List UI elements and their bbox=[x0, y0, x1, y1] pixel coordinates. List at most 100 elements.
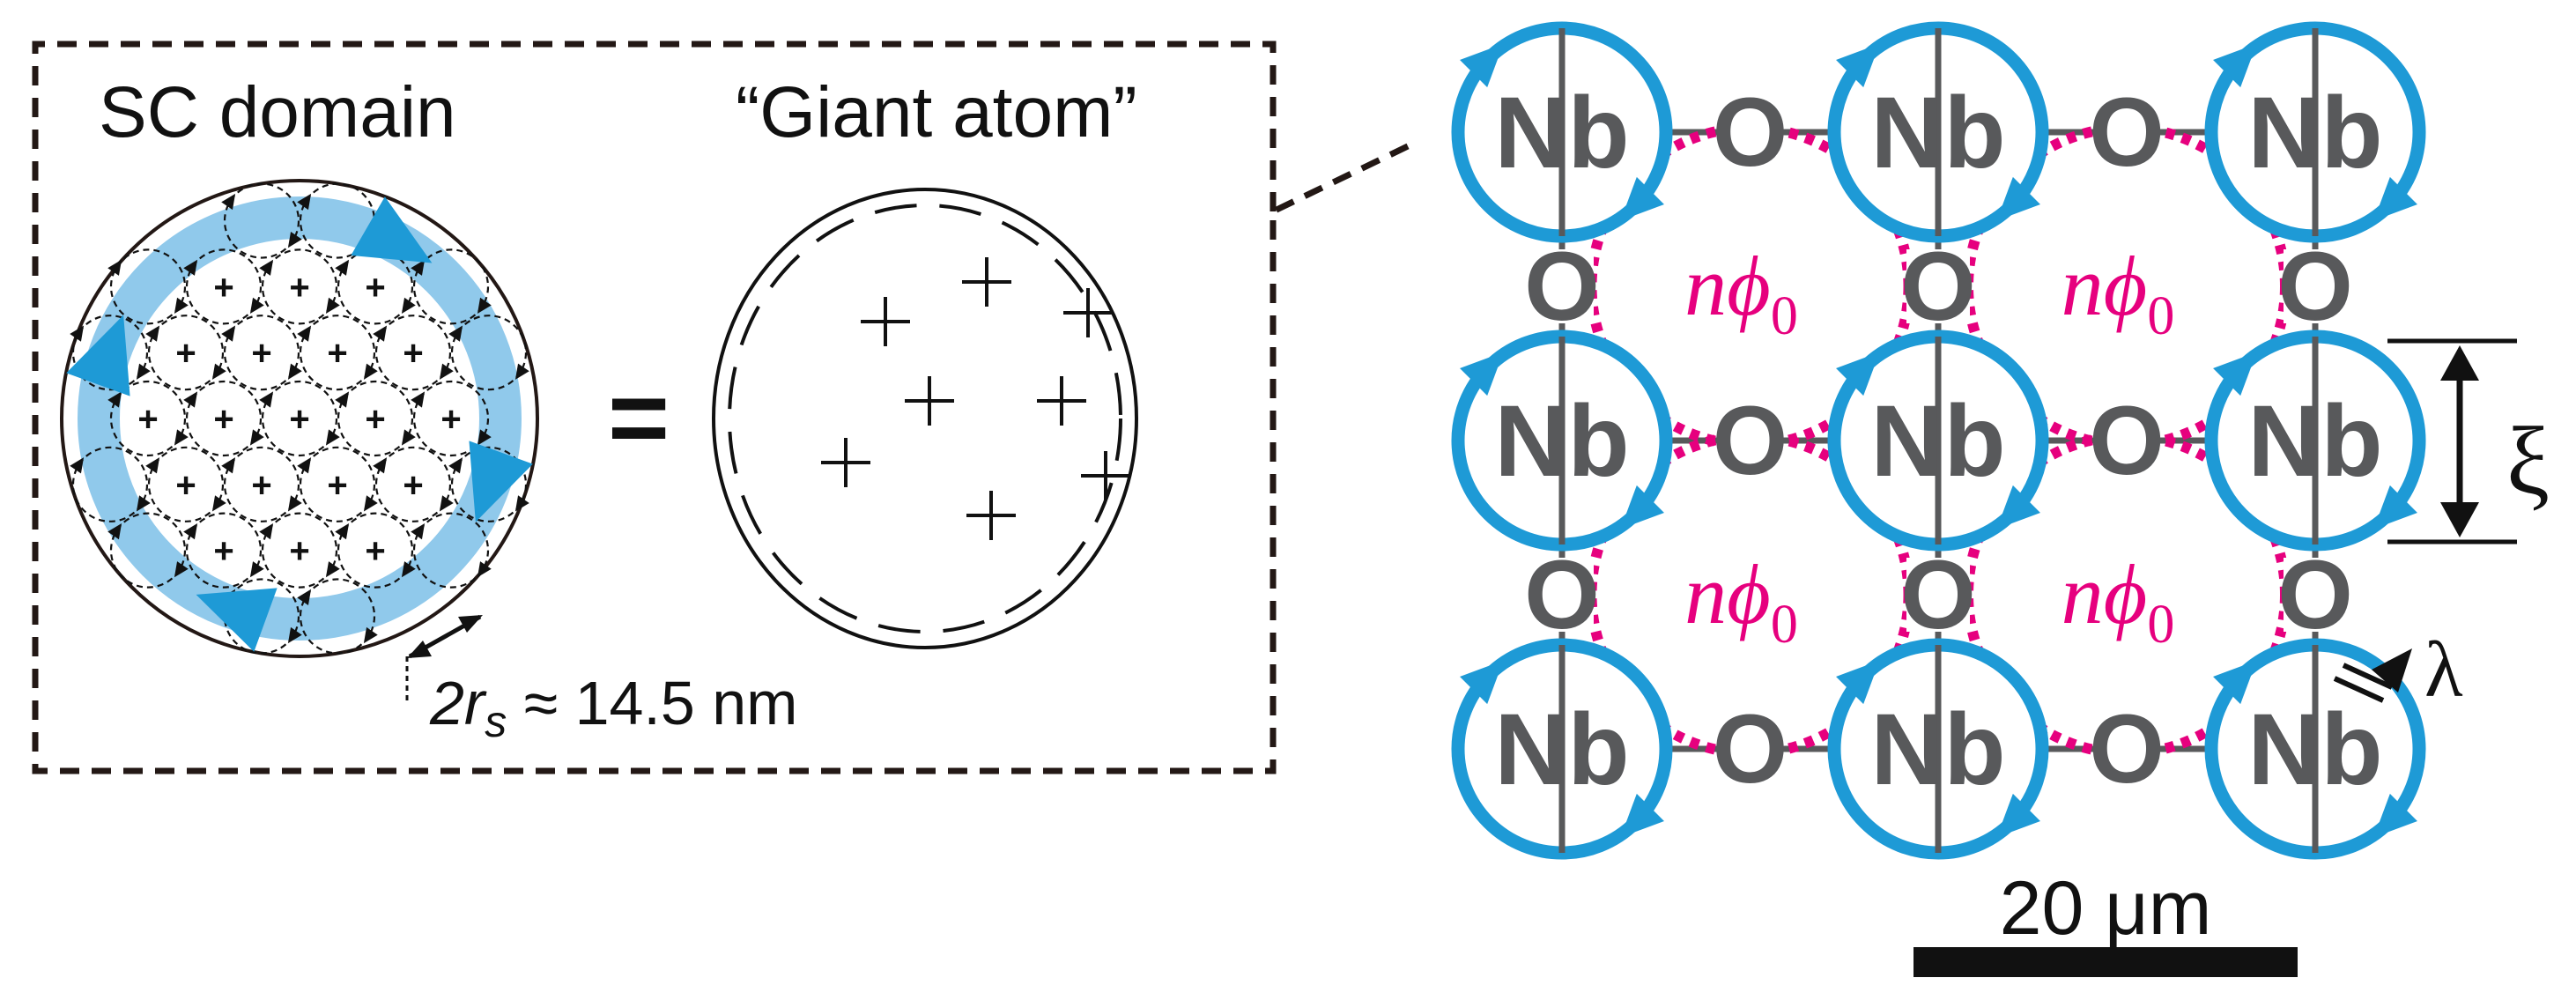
small-arrowhead bbox=[211, 363, 226, 380]
small-arrowhead bbox=[477, 297, 492, 315]
small-vortex-cell bbox=[374, 315, 452, 391]
nb-atom-label: Nb bbox=[2247, 77, 2382, 189]
size-label: 2rs ≈ 14.5 nm bbox=[429, 669, 798, 746]
small-arrowhead bbox=[136, 363, 151, 380]
small-vortex-cell bbox=[299, 446, 376, 522]
o-atom-background bbox=[2284, 249, 2347, 323]
ring-arrowhead bbox=[1836, 352, 1880, 396]
small-vortex-cell bbox=[185, 248, 263, 325]
xi-indicator bbox=[2387, 338, 2517, 544]
small-arrowhead bbox=[363, 626, 378, 644]
small-vortex-cell bbox=[109, 380, 187, 457]
lambda-label: λ bbox=[2424, 626, 2463, 714]
ring-arrowhead bbox=[1836, 660, 1880, 705]
o-atom-label: O bbox=[2277, 541, 2353, 649]
plus-sign: + bbox=[327, 334, 347, 373]
nb-atom-label: Nb bbox=[1870, 77, 2005, 189]
plus-sign: + bbox=[365, 268, 385, 307]
small-vortex-cell bbox=[374, 446, 452, 522]
o-atom-label: O bbox=[2277, 233, 2353, 341]
o-atom-label: O bbox=[2089, 387, 2165, 495]
small-arrowhead bbox=[363, 363, 378, 380]
small-arrowhead bbox=[221, 193, 236, 211]
small-arrowhead bbox=[221, 457, 236, 474]
small-arrowhead bbox=[287, 363, 302, 380]
small-arrowhead bbox=[183, 522, 198, 540]
small-arrowhead bbox=[297, 457, 312, 474]
small-arrowhead bbox=[70, 325, 85, 342]
small-vortex-cell bbox=[109, 512, 187, 589]
nb-atom-label: Nb bbox=[1494, 77, 1629, 189]
small-arrowhead bbox=[411, 259, 426, 276]
small-arrowhead bbox=[249, 429, 264, 446]
small-arrowhead bbox=[136, 495, 151, 512]
plus-sign: + bbox=[403, 466, 423, 505]
small-vortex-cell bbox=[223, 446, 300, 522]
ring-arrowhead bbox=[1620, 793, 1664, 838]
small-arrowhead bbox=[174, 429, 189, 446]
plus-sign: + bbox=[137, 400, 158, 439]
small-arrowhead bbox=[477, 561, 492, 578]
small-arrowhead bbox=[373, 457, 388, 474]
small-arrowhead bbox=[183, 391, 198, 408]
small-arrowhead bbox=[325, 297, 340, 315]
small-arrowhead bbox=[363, 495, 378, 512]
small-vortex-cell bbox=[223, 315, 300, 391]
small-vortex-cell bbox=[223, 578, 300, 655]
o-atom-label: O bbox=[1713, 387, 1788, 495]
nb-atom-label: Nb bbox=[1494, 385, 1629, 498]
ring-arrowhead bbox=[2213, 43, 2257, 88]
big-circulation-arrowhead bbox=[469, 441, 533, 522]
plus-sign: + bbox=[213, 400, 233, 439]
plus-sign: + bbox=[213, 532, 233, 571]
small-vortex-cell bbox=[109, 248, 187, 325]
o-atom-background bbox=[1718, 712, 1782, 786]
flux-quantum-label: nϕ0 bbox=[2062, 239, 2175, 346]
o-atom-label: O bbox=[1900, 541, 1976, 649]
small-arrowhead bbox=[401, 429, 416, 446]
small-arrowhead bbox=[411, 391, 426, 408]
small-arrowhead bbox=[373, 325, 388, 342]
plus-sign: + bbox=[251, 466, 271, 505]
plus-sign: + bbox=[213, 268, 233, 307]
small-arrowhead bbox=[401, 297, 416, 315]
ring-arrowhead bbox=[1996, 793, 2040, 838]
small-vortex-cell bbox=[412, 248, 490, 325]
small-arrowhead bbox=[439, 363, 454, 380]
plus-sign: + bbox=[440, 400, 461, 439]
plus-sign: + bbox=[403, 334, 423, 373]
ring-arrowhead bbox=[1620, 485, 1664, 530]
small-vortex-cell bbox=[261, 380, 338, 457]
nb-atom-label: Nb bbox=[1494, 693, 1629, 806]
flux-quantum-label: nϕ0 bbox=[1684, 239, 1798, 346]
sc-domain-diagram: +++++++++++++++++++ bbox=[60, 179, 539, 658]
small-vortex-cell bbox=[337, 380, 414, 457]
o-atom-background bbox=[2095, 404, 2158, 478]
small-vortex-cell bbox=[450, 315, 528, 391]
small-arrowhead bbox=[297, 325, 312, 342]
ring-arrowhead bbox=[1836, 43, 1880, 88]
small-arrowhead bbox=[439, 495, 454, 512]
big-circulation-arrowhead bbox=[196, 588, 278, 652]
ring-arrowhead bbox=[1460, 43, 1504, 88]
o-atom-background bbox=[1906, 558, 1970, 632]
small-arrowhead bbox=[411, 522, 426, 540]
small-arrowhead bbox=[325, 561, 340, 578]
o-atom-label: O bbox=[1713, 78, 1788, 187]
plus-sign: + bbox=[175, 466, 196, 505]
small-arrowhead bbox=[174, 297, 189, 315]
lambda-indicator bbox=[2333, 648, 2412, 703]
flux-quantum-label: nϕ0 bbox=[1684, 547, 1798, 655]
small-arrowhead bbox=[477, 429, 492, 446]
small-arrowhead bbox=[249, 561, 264, 578]
small-arrowhead bbox=[174, 561, 189, 578]
plus-sign: + bbox=[289, 400, 309, 439]
plus-sign: + bbox=[327, 466, 347, 505]
small-arrowhead bbox=[145, 457, 160, 474]
small-arrowhead bbox=[335, 522, 350, 540]
plus-sign: + bbox=[289, 532, 309, 571]
small-arrowhead bbox=[401, 561, 416, 578]
